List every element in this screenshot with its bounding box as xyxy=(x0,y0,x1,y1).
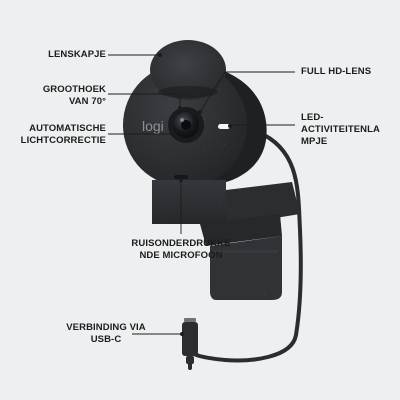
logi-logo: logi xyxy=(142,118,164,134)
mount xyxy=(152,175,300,300)
callout-usb-c: VERBINDING VIA USB-C xyxy=(66,322,146,345)
callout-auto-light: AUTOMATISCHE LICHTCORRECTIE xyxy=(20,123,106,146)
microphone-slot xyxy=(174,175,188,179)
leader-lines xyxy=(108,53,295,336)
leader-wide-angle xyxy=(108,93,181,108)
callout-led: LED- ACTIVITEITENLA MPJE xyxy=(301,112,380,147)
lens xyxy=(168,107,204,143)
callout-wide-angle: GROOTHOEK VAN 70° xyxy=(42,84,106,107)
usb-cable xyxy=(188,130,303,370)
callout-full-hd: FULL HD-LENS xyxy=(301,66,372,77)
callout-lens-cap: LENSKAPJE xyxy=(48,49,106,60)
led-light xyxy=(218,124,230,129)
usb-c-connector xyxy=(182,318,198,364)
leader-full-hd xyxy=(199,71,295,113)
callout-noise-mic: RUISONDERDRUKKE NDE MICROFOON xyxy=(131,238,231,261)
lens-cap xyxy=(150,40,226,100)
